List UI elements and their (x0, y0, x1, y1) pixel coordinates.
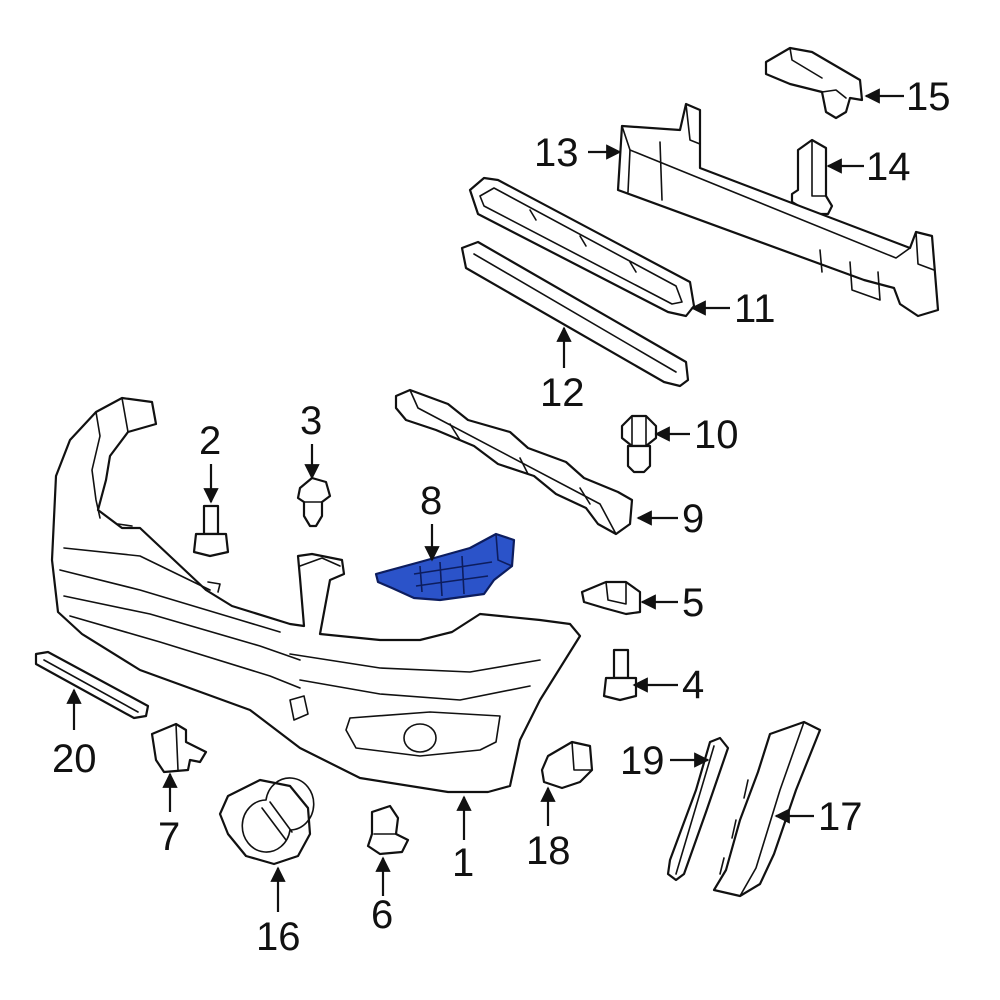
part-11-grille (468, 176, 696, 318)
callout-4: 4 (682, 663, 704, 707)
part-9-absorber (394, 388, 634, 536)
callout-6: 6 (371, 893, 393, 937)
part-6-clip (366, 804, 410, 856)
callout-19: 19 (620, 739, 665, 783)
part-17-side-cover (712, 720, 822, 898)
callout-labels: 1 2 3 4 5 6 7 8 9 10 11 12 13 14 15 16 1… (52, 75, 951, 959)
part-13-reinforcement (616, 102, 940, 318)
callout-13: 13 (534, 131, 579, 175)
callout-17: 17 (818, 795, 863, 839)
callout-8: 8 (420, 479, 442, 523)
callout-16: 16 (256, 915, 301, 959)
part-4-stud (602, 648, 638, 702)
callout-12: 12 (540, 371, 585, 415)
part-10-bolt (620, 414, 658, 474)
leader-lines (66, 88, 904, 912)
part-18-guide (540, 740, 594, 790)
callout-7: 7 (158, 815, 180, 859)
part-20-strip (34, 650, 150, 720)
part-5-retainer (580, 580, 642, 616)
part-12-grille-lower (460, 240, 690, 388)
callout-9: 9 (682, 497, 704, 541)
callout-1: 1 (452, 841, 474, 885)
callout-15: 15 (906, 75, 951, 119)
part-3-clip (296, 476, 332, 528)
callout-5: 5 (682, 581, 704, 625)
part-2-stud (192, 504, 230, 558)
part-1-bumper-cover (50, 396, 582, 794)
callout-3: 3 (300, 399, 322, 443)
part-15-bracket (764, 46, 864, 120)
part-14-bracket (790, 138, 834, 216)
callout-11: 11 (734, 287, 776, 331)
part-8-bracket-highlighted (374, 532, 516, 602)
callout-18: 18 (526, 829, 571, 873)
callout-14: 14 (866, 145, 911, 189)
callout-2: 2 (199, 419, 221, 463)
callout-20: 20 (52, 737, 97, 781)
part-7-bracket (150, 722, 208, 774)
part-16-fog-bezel (218, 777, 315, 866)
callout-10: 10 (694, 413, 739, 457)
